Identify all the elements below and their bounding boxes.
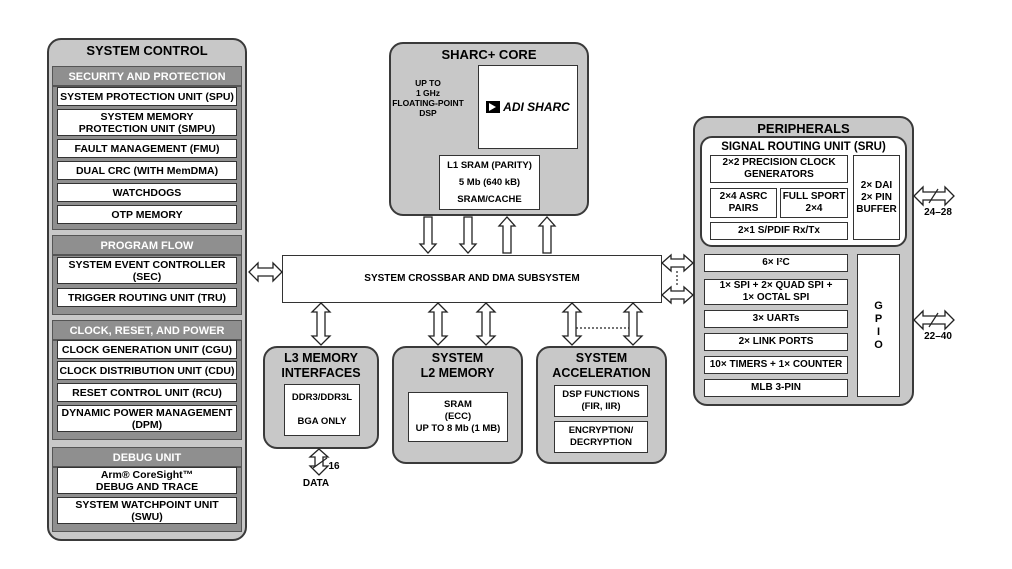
pin-label-22-40: 22–40 [924, 331, 952, 342]
pin-label-24-28: 24–28 [924, 207, 952, 218]
pin-bus-slash-1 [928, 188, 939, 204]
system-acceleration-title: SYSTEM ACCELERATION [552, 351, 651, 380]
swu-box: SYSTEM WATCHPOINT UNIT (SWU) [57, 497, 237, 524]
mlb-box: MLB 3-PIN [704, 379, 848, 397]
crossbar-acceleration-arrow-2 [622, 302, 644, 346]
dsp-description: UP TO 1 GHz FLOATING-POINT DSP [392, 78, 464, 118]
system-crossbar: SYSTEM CROSSBAR AND DMA SUBSYSTEM [282, 255, 662, 303]
dpm-box: DYNAMIC POWER MANAGEMENT (DPM) [57, 405, 237, 432]
crossbar-acceleration-arrow-1 [561, 302, 583, 346]
sru-title: SIGNAL ROUTING UNIT (SRU) [721, 141, 886, 153]
clock-reset-power-header: CLOCK, RESET, AND POWER [52, 320, 242, 340]
crossbar-peripherals-arrow-1 [661, 253, 694, 273]
full-sport-box: FULL SPORT 2×4 [780, 188, 848, 218]
dai-pin-buffer-box: 2× DAI 2× PIN BUFFER [853, 155, 900, 240]
crossbar-system-control-arrow [248, 261, 283, 283]
l3-data-arrow [308, 448, 330, 476]
sharc-logo-text: ADI SHARC [503, 100, 570, 114]
data-bus-slash [312, 457, 328, 469]
security-header: SECURITY AND PROTECTION [52, 66, 242, 86]
core-to-crossbar-arrow-1 [418, 216, 438, 254]
l2-memory-title: SYSTEM L2 MEMORY [420, 351, 495, 380]
l2-sram-box: SRAM (ECC) UP TO 8 Mb (1 MB) [408, 392, 508, 442]
system-control-title: SYSTEM CONTROL [86, 43, 208, 58]
crossbar-l3-arrow [310, 302, 332, 346]
l3-memory-title: L3 MEMORY INTERFACES [281, 351, 361, 380]
sharc-core-title: SHARC+ CORE [441, 47, 537, 62]
fmu-box: FAULT MANAGEMENT (FMU) [57, 139, 237, 158]
crossbar-l2-arrow-1 [427, 302, 449, 346]
spi-box: 1× SPI + 2× QUAD SPI + 1× OCTAL SPI [704, 279, 848, 305]
cdu-box: CLOCK DISTRIBUTION UNIT (CDU) [57, 361, 237, 380]
sec-box: SYSTEM EVENT CONTROLLER (SEC) [57, 257, 237, 284]
crossbar-to-core-arrow-2 [537, 216, 557, 254]
spdif-box: 2×1 S/PDIF Rx/Tx [710, 222, 848, 240]
rcu-box: RESET CONTROL UNIT (RCU) [57, 383, 237, 402]
ddr3-box: DDR3/DDR3L BGA ONLY [284, 384, 360, 436]
tru-box: TRIGGER ROUTING UNIT (TRU) [57, 288, 237, 307]
pin-bus-slash-2 [928, 312, 939, 328]
coresight-box: Arm® CoreSight™ DEBUG AND TRACE [57, 467, 237, 494]
spu-box: SYSTEM PROTECTION UNIT (SPU) [57, 87, 237, 106]
crossbar-peripherals-arrow-2 [661, 285, 694, 305]
timers-box: 10× TIMERS + 1× COUNTER [704, 356, 848, 374]
peripherals-title: PERIPHERALS [757, 121, 850, 136]
uarts-box: 3× UARTs [704, 310, 848, 328]
l1-sram-box: L1 SRAM (PARITY) 5 Mb (640 kB) SRAM/CACH… [439, 155, 540, 210]
encryption-box: ENCRYPTION/ DECRYPTION [554, 421, 648, 453]
cgu-box: CLOCK GENERATION UNIT (CGU) [57, 340, 237, 359]
crossbar-to-core-arrow-1 [497, 216, 517, 254]
core-to-crossbar-arrow-2 [458, 216, 478, 254]
otp-memory-box: OTP MEMORY [57, 205, 237, 224]
asrc-pairs-box: 2×4 ASRC PAIRS [710, 188, 777, 218]
sharc-logo-box: ADI SHARC [478, 65, 578, 149]
crossbar-l2-arrow-2 [475, 302, 497, 346]
i2c-box: 6× I²C [704, 254, 848, 272]
program-flow-header: PROGRAM FLOW [52, 235, 242, 255]
gpio-box: G P I O [857, 254, 900, 397]
debug-unit-header: DEBUG UNIT [52, 447, 242, 467]
dual-crc-box: DUAL CRC (WITH MemDMA) [57, 161, 237, 180]
adi-logo-icon [486, 101, 501, 113]
data-label: DATA [302, 478, 330, 489]
bus-width-label: 16 [328, 461, 340, 472]
link-ports-box: 2× LINK PORTS [704, 333, 848, 351]
watchdogs-box: WATCHDOGS [57, 183, 237, 202]
dsp-functions-box: DSP FUNCTIONS (FIR, IIR) [554, 385, 648, 417]
precision-clock-box: 2×2 PRECISION CLOCK GENERATORS [710, 155, 848, 183]
smpu-box: SYSTEM MEMORY PROTECTION UNIT (SMPU) [57, 109, 237, 136]
